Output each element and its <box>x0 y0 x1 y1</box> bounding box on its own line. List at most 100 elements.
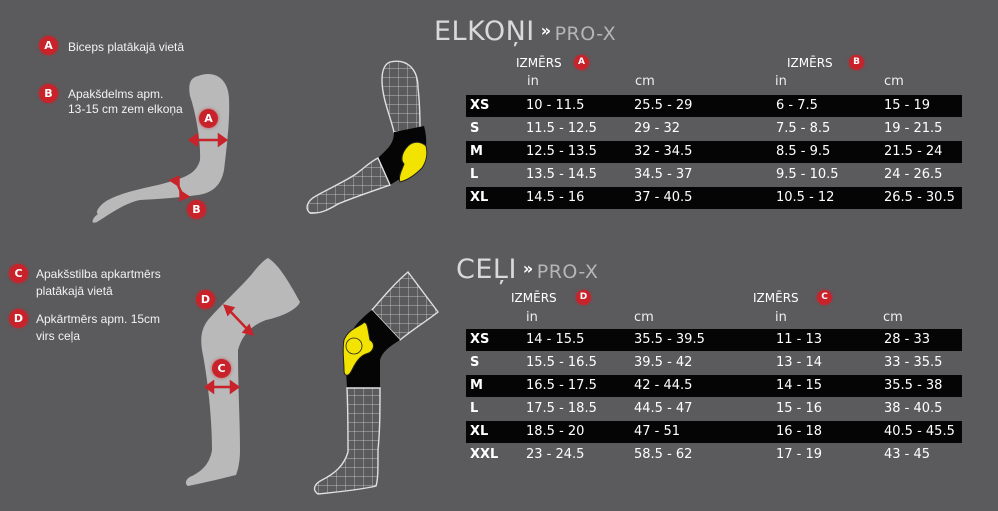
arm-marker-a: A <box>199 109 218 128</box>
legend-a-text: Biceps platākajā vietā <box>68 40 185 54</box>
badge-c: C <box>9 264 28 283</box>
table-row: S 11.5 - 12.5 29 - 32 7.5 - 8.5 19 - 21.… <box>466 118 962 140</box>
legend-c-text-line2: platākajā vietā <box>36 284 113 298</box>
cell-b-in: 9.5 - 10.5 <box>776 167 839 182</box>
size-label: M <box>470 378 483 393</box>
cell-b-in: 10.5 - 12 <box>776 190 835 205</box>
table-row: XL 14.5 - 16 37 - 40.5 10.5 - 12 26.5 - … <box>466 187 962 209</box>
cell-b-in: 8.5 - 9.5 <box>776 144 831 159</box>
cell-d-cm: 42 - 44.5 <box>634 378 693 393</box>
knee-group1-label: IZMĒRS <box>511 291 557 305</box>
legend-d-text-line1: Apkārtmērs apm. 15cm <box>36 312 161 326</box>
knee-unit-c-in: in <box>775 310 787 325</box>
table-row: L 17.5 - 18.5 44.5 - 47 15 - 16 38 - 40.… <box>466 398 962 420</box>
knee-group1-badge: D <box>576 290 591 305</box>
cell-c-in: 17 - 19 <box>776 447 823 462</box>
cell-d-in: 14 - 15.5 <box>526 332 585 347</box>
cell-c-in: 11 - 13 <box>776 332 823 347</box>
legend-b-text-line2: 13-15 cm zem elkoņa <box>68 102 183 116</box>
size-label: S <box>470 355 480 370</box>
knee-title: CEĻI <box>456 254 517 285</box>
elbow-group1-label: IZMĒRS <box>516 56 562 70</box>
cell-d-cm: 35.5 - 39.5 <box>634 332 705 347</box>
size-label: S <box>470 121 480 136</box>
badge-a: A <box>39 36 58 55</box>
table-row: XS 14 - 15.5 35.5 - 39.5 11 - 13 28 - 33 <box>466 329 962 351</box>
size-label: L <box>470 167 479 182</box>
legend-c-text-line1: Apakšstilba apkartmērs <box>36 267 161 281</box>
cell-d-in: 18.5 - 20 <box>526 424 585 439</box>
elbow-group2-badge: B <box>849 55 864 70</box>
cell-a-cm: 37 - 40.5 <box>634 190 693 205</box>
size-label: M <box>470 144 483 159</box>
cell-c-in: 13 - 14 <box>776 355 823 370</box>
cell-d-in: 17.5 - 18.5 <box>526 401 597 416</box>
cell-b-in: 7.5 - 8.5 <box>776 121 831 136</box>
elbow-unit-b-cm: cm <box>884 74 904 89</box>
arm-measurement-illustration <box>92 74 230 223</box>
cell-c-cm: 35.5 - 38 <box>884 378 943 393</box>
table-row: L 13.5 - 14.5 34.5 - 37 9.5 - 10.5 24 - … <box>466 164 962 186</box>
cell-d-in: 15.5 - 16.5 <box>526 355 597 370</box>
elbow-title: ELKOŅI <box>434 16 535 47</box>
size-label: XS <box>470 98 490 113</box>
badge-b: B <box>39 84 58 103</box>
cell-c-in: 15 - 16 <box>776 401 823 416</box>
cell-b-cm: 24 - 26.5 <box>884 167 943 182</box>
cell-c-cm: 33 - 35.5 <box>884 355 943 370</box>
elbow-unit-a-cm: cm <box>635 74 655 89</box>
leg-marker-d: D <box>196 290 215 309</box>
elbow-group2-label: IZMĒRS <box>787 56 833 70</box>
table-row: M 12.5 - 13.5 32 - 34.5 8.5 - 9.5 21.5 -… <box>466 141 962 163</box>
cell-c-cm: 43 - 45 <box>884 447 931 462</box>
elbow-unit-a-in: in <box>527 74 539 89</box>
cell-a-in: 11.5 - 12.5 <box>526 121 597 136</box>
cell-d-cm: 44.5 - 47 <box>634 401 693 416</box>
double-chevron-icon: » <box>540 21 552 40</box>
cell-b-cm: 26.5 - 30.5 <box>884 190 955 205</box>
legend-b-text-line1: Apakšdelms apm. <box>68 87 164 101</box>
cell-a-in: 14.5 - 16 <box>526 190 585 205</box>
legend-d-text-line2: virs ceļa <box>36 329 81 343</box>
cell-d-cm: 47 - 51 <box>634 424 681 439</box>
elbow-group1-badge: A <box>574 55 589 70</box>
cell-a-in: 12.5 - 13.5 <box>526 144 597 159</box>
cell-a-in: 10 - 11.5 <box>526 98 585 113</box>
cell-d-cm: 58.5 - 62 <box>634 447 693 462</box>
cell-a-cm: 34.5 - 37 <box>634 167 693 182</box>
cell-c-cm: 40.5 - 45.5 <box>884 424 955 439</box>
knee-section-title: CEĻI»PRO-X <box>456 254 598 285</box>
elbow-section-title: ELKOŅI »PRO-X <box>434 16 616 47</box>
table-row: XXL 23 - 24.5 58.5 - 62 17 - 19 43 - 45 <box>466 444 962 466</box>
cell-a-cm: 32 - 34.5 <box>634 144 693 159</box>
cell-c-in: 14 - 15 <box>776 378 823 393</box>
cell-a-in: 13.5 - 14.5 <box>526 167 597 182</box>
cell-c-in: 16 - 18 <box>776 424 823 439</box>
size-label: XL <box>470 424 489 439</box>
cell-a-cm: 25.5 - 29 <box>634 98 693 113</box>
table-row: M 16.5 - 17.5 42 - 44.5 14 - 15 35.5 - 3… <box>466 375 962 397</box>
knee-size-table: XS 14 - 15.5 35.5 - 39.5 11 - 13 28 - 33… <box>466 329 962 467</box>
cell-d-cm: 39.5 - 42 <box>634 355 693 370</box>
table-row: XL 18.5 - 20 47 - 51 16 - 18 40.5 - 45.5 <box>466 421 962 443</box>
elbow-pad-arm-illustration <box>306 60 428 214</box>
double-chevron-icon: » <box>522 259 534 278</box>
size-label: XXL <box>470 447 499 462</box>
cell-b-cm: 15 - 19 <box>884 98 931 113</box>
leg-measurement-illustration <box>185 258 300 486</box>
elbow-unit-b-in: in <box>775 74 787 89</box>
badge-d: D <box>9 309 28 328</box>
cell-b-in: 6 - 7.5 <box>776 98 818 113</box>
size-label: XL <box>470 190 489 205</box>
knee-unit-d-cm: cm <box>634 310 654 325</box>
knee-unit-d-in: in <box>526 310 538 325</box>
knee-group2-label: IZMĒRS <box>753 291 799 305</box>
elbow-model: PRO-X <box>554 23 617 45</box>
cell-b-cm: 21.5 - 24 <box>884 144 943 159</box>
knee-pad-leg-illustration <box>313 270 439 495</box>
cell-b-cm: 19 - 21.5 <box>884 121 943 136</box>
leg-marker-c: C <box>212 359 231 378</box>
size-label: L <box>470 401 479 416</box>
cell-c-cm: 38 - 40.5 <box>884 401 943 416</box>
elbow-size-table: XS 10 - 11.5 25.5 - 29 6 - 7.5 15 - 19 S… <box>466 95 962 210</box>
